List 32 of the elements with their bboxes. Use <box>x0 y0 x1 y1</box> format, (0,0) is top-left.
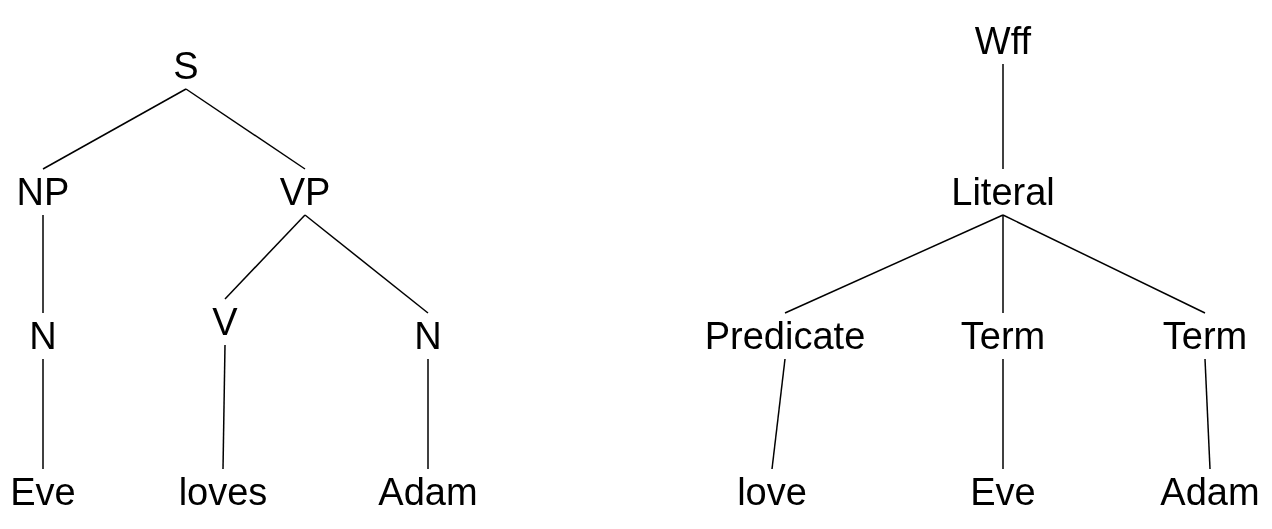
tree-branch-line <box>42 214 44 314</box>
tree-node-label: Term <box>960 317 1046 355</box>
tree-branch-line <box>42 88 187 170</box>
tree-node-label: S <box>173 47 199 85</box>
tree-branch-line <box>1002 214 1206 314</box>
tree-branch-line <box>784 214 1004 314</box>
tree-node-label: love <box>737 473 807 511</box>
tree-node-label: Term <box>1162 317 1248 355</box>
tree-branch-line <box>224 214 306 300</box>
tree-branch-line <box>1002 63 1004 170</box>
tree-node-label: loves <box>178 473 268 511</box>
tree-branch-line <box>1204 358 1211 470</box>
tree-node-label: N <box>29 317 57 355</box>
tree-node-label: N <box>414 317 442 355</box>
tree-node-label: NP <box>16 173 70 211</box>
tree-branch-line <box>1002 358 1004 470</box>
tree-node-label: Predicate <box>704 317 866 355</box>
tree-node-label: Adam <box>378 473 478 511</box>
tree-branch-line <box>42 358 44 470</box>
tree-node-label: Adam <box>1160 473 1260 511</box>
tree-branch-line <box>427 358 429 470</box>
tree-node-label: Eve <box>970 473 1036 511</box>
tree-node-label: V <box>212 303 238 341</box>
tree-branch-line <box>304 214 429 314</box>
tree-branch-line <box>1002 214 1004 314</box>
tree-branch-line <box>185 88 306 170</box>
tree-branch-line <box>222 344 226 470</box>
tree-node-label: Wff <box>974 22 1032 60</box>
tree-node-label: VP <box>279 173 331 211</box>
tree-node-label: Eve <box>10 473 76 511</box>
tree-node-label: Literal <box>951 173 1055 211</box>
tree-branch-line <box>771 358 786 470</box>
